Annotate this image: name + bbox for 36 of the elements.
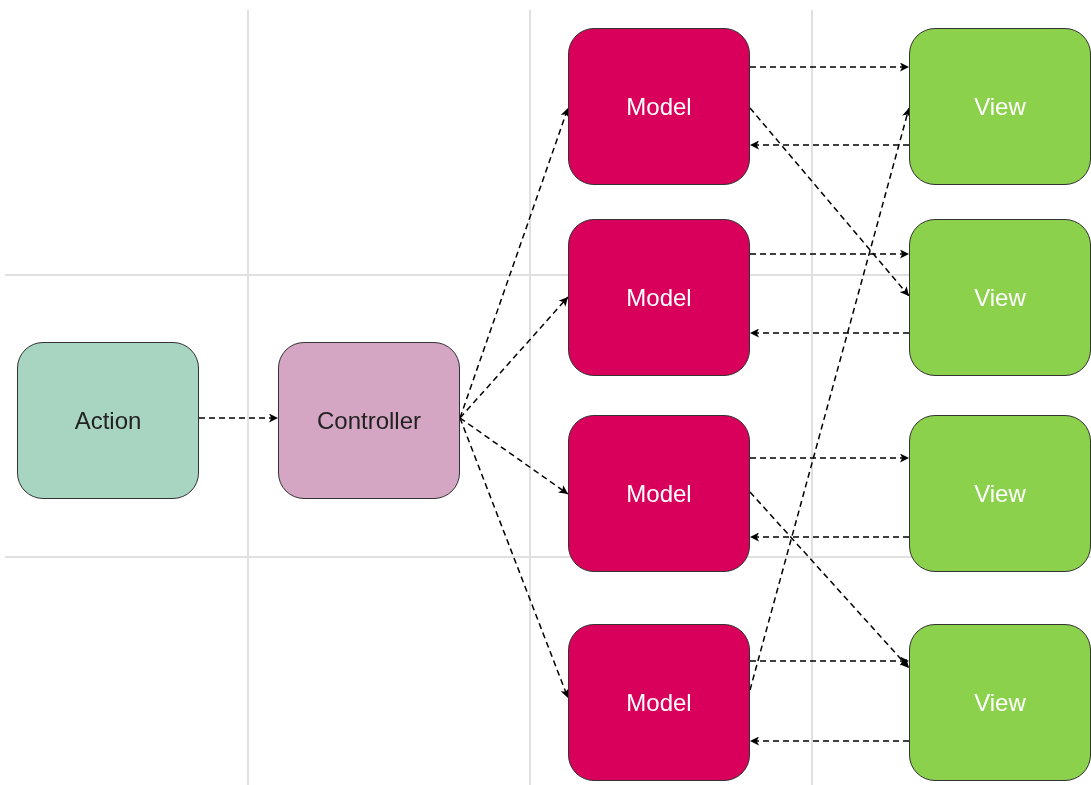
- node-label: Model: [626, 688, 692, 717]
- process-box: [17, 342, 199, 499]
- dashed-arrow: [459, 417, 569, 699]
- dashed-arrow: [459, 296, 569, 419]
- process-box: [909, 28, 1091, 185]
- process-box: [568, 28, 750, 185]
- dashed-arrow: [749, 491, 910, 669]
- process-box: [278, 342, 460, 499]
- node-label: Controller: [316, 406, 421, 435]
- process-box: [568, 624, 750, 781]
- dashed-arrow: [749, 656, 910, 666]
- dashed-arrow: [459, 107, 570, 419]
- node-label: View: [974, 688, 1026, 717]
- dashed-arrow: [749, 140, 910, 150]
- dashed-arrow: [749, 453, 910, 463]
- node-label: View: [974, 92, 1026, 121]
- node-label: View: [974, 283, 1026, 312]
- process-box: [568, 219, 750, 376]
- node-label: View: [974, 479, 1026, 508]
- process-box: [909, 415, 1091, 572]
- node-label: Model: [626, 92, 692, 121]
- dashed-arrow: [198, 413, 279, 423]
- dashed-arrow: [749, 62, 910, 72]
- process-box: [909, 624, 1091, 781]
- process-box: [909, 219, 1091, 376]
- node-label: Model: [626, 283, 692, 312]
- node-label: Model: [626, 479, 692, 508]
- node-label: Action: [74, 406, 142, 435]
- dashed-arrow: [749, 532, 910, 542]
- dashed-arrow: [749, 249, 910, 259]
- dashed-arrow: [749, 328, 910, 338]
- dashed-arrow: [459, 417, 569, 495]
- dashed-arrow: [749, 107, 911, 691]
- process-box: [568, 415, 750, 572]
- dashed-arrow: [749, 107, 910, 297]
- dashed-arrow: [749, 736, 910, 746]
